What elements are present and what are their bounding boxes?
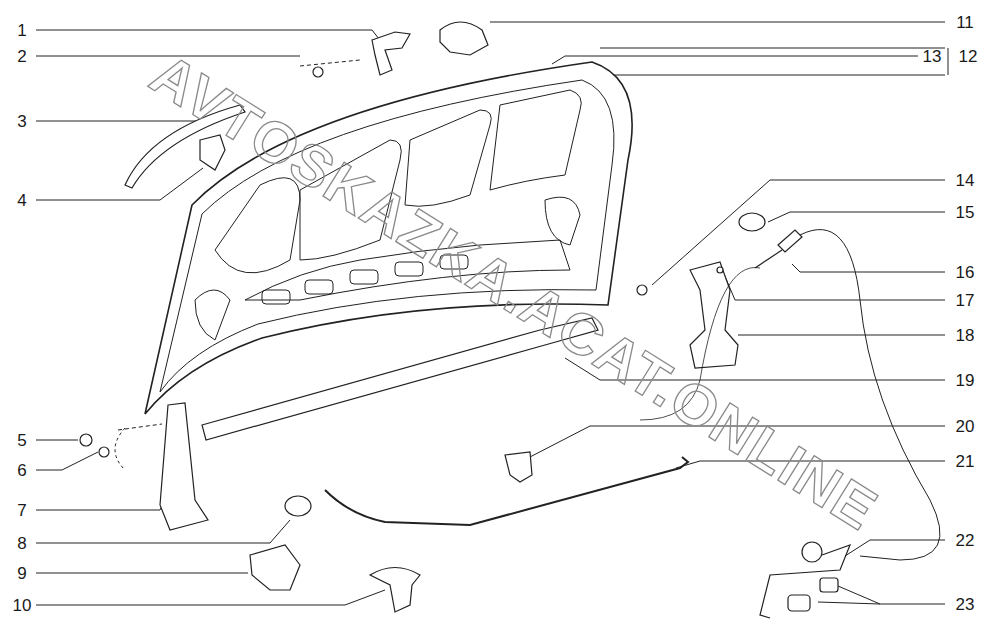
callout-number: 20 [956,418,975,435]
callout-number: 11 [956,14,974,31]
callout-number: 8 [17,535,26,552]
callout-number: 19 [956,372,975,389]
callout-number: 12 [959,48,978,65]
callout-number: 6 [17,462,26,479]
callout-number: 4 [17,192,26,209]
callout-number: 2 [17,48,26,65]
callout-number: 16 [956,264,975,281]
callout-number: 15 [956,204,975,221]
callout-number: 13 [923,48,942,65]
callout-number: 14 [956,172,975,189]
callout-number: 21 [956,453,975,470]
callout-number: 18 [956,327,975,344]
callout-number: 1 [17,22,26,39]
callout-number: 10 [13,597,32,614]
callout-number: 3 [17,113,26,130]
callout-number: 5 [17,432,26,449]
callout-number: 22 [956,532,975,549]
callout-number: 17 [956,292,975,309]
callout-number: 7 [17,502,26,519]
callout-number: 23 [956,596,975,613]
callout-number: 9 [17,565,26,582]
